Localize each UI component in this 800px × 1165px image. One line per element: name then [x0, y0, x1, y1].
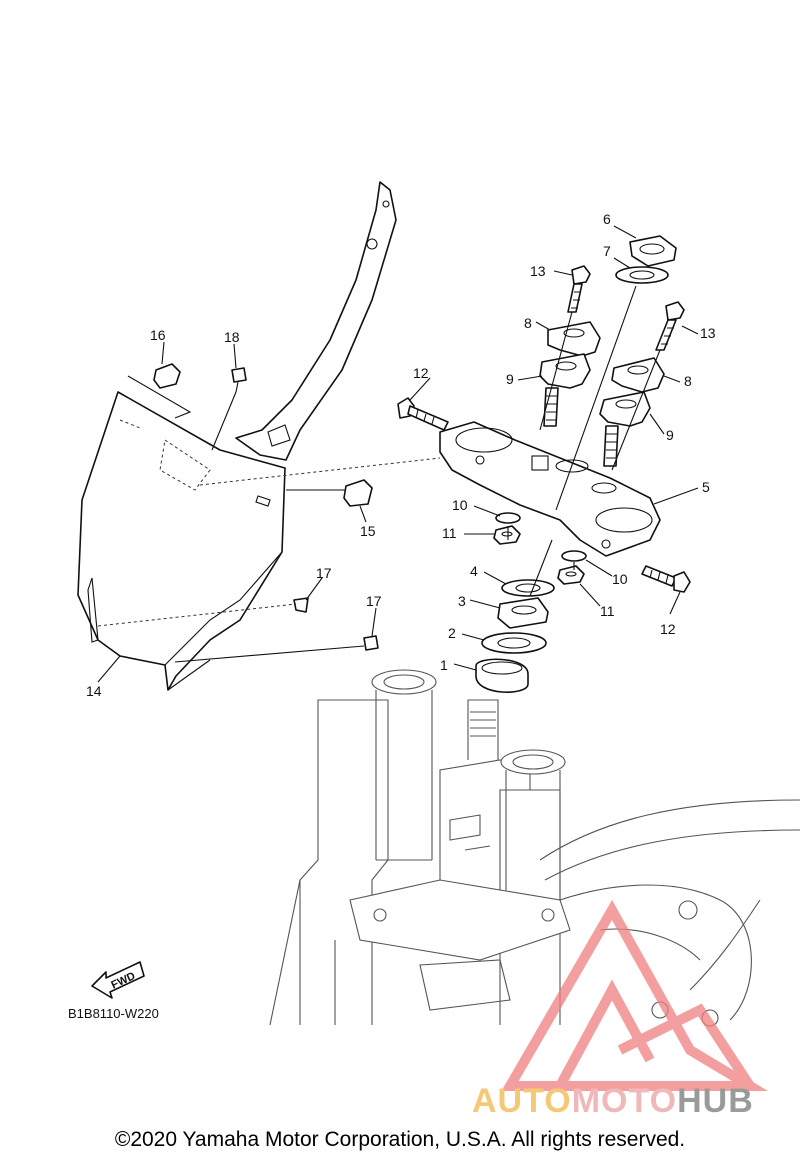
callout-10-right: 10 — [612, 571, 628, 587]
callout-18: 18 — [224, 329, 240, 345]
bolt-12-left — [397, 397, 449, 431]
callout-2: 2 — [448, 625, 456, 641]
callout-8-left: 8 — [524, 315, 532, 331]
callout-12-left: 12 — [413, 365, 429, 381]
handlebar-holder-upper-left — [547, 321, 601, 357]
bolt-12-right — [641, 565, 691, 593]
fwd-arrow-icon: FWD — [91, 961, 145, 999]
drawing-code: B1B8110-W220 — [68, 1006, 159, 1021]
washer-4 — [501, 579, 555, 597]
handlebar-holder-lower-right — [599, 391, 651, 467]
cover-2 — [481, 632, 547, 654]
watermark-logo-icon — [501, 899, 769, 1091]
callout-6: 6 — [603, 211, 611, 227]
nut-11-right — [557, 565, 585, 585]
callout-10-left: 10 — [452, 497, 468, 513]
number-plate — [77, 391, 286, 691]
callout-15: 15 — [360, 523, 376, 539]
nut-11-left — [493, 525, 521, 545]
watermark-brand-text: AUTOMOTOHUB — [472, 1082, 792, 1121]
callout-11-left: 11 — [442, 525, 457, 541]
washer-10-right — [561, 550, 587, 562]
callout-13-right: 13 — [700, 325, 716, 341]
callout-16: 16 — [150, 327, 166, 343]
clip-17-lower — [363, 635, 379, 651]
callout-11-right: 11 — [600, 603, 615, 619]
watermark-auto: AUTO — [472, 1082, 572, 1120]
callout-17-upper: 17 — [316, 565, 332, 581]
nut-6 — [629, 235, 677, 267]
callout-4: 4 — [470, 563, 478, 579]
ring-nut-3 — [497, 597, 549, 629]
callout-7: 7 — [603, 243, 611, 259]
fwd-label: FWD — [109, 970, 137, 991]
copyright-notice: ©2020 Yamaha Motor Corporation, U.S.A. A… — [114, 1128, 686, 1151]
bolt-18 — [231, 367, 247, 393]
upper-bracket — [439, 421, 661, 557]
motorcycle-frame — [539, 799, 800, 1027]
callout-3: 3 — [458, 593, 466, 609]
washer-7 — [615, 266, 669, 284]
front-fork-assembly — [269, 669, 571, 1026]
bearing-1 — [475, 658, 529, 693]
callout-1: 1 — [440, 657, 448, 673]
watermark-hub: HUB — [677, 1082, 754, 1120]
washer-10-left — [495, 512, 521, 524]
callout-17-lower: 17 — [366, 593, 382, 609]
bolt-13-right — [655, 301, 685, 351]
callout-12-right: 12 — [660, 621, 676, 637]
callout-13-left: 13 — [530, 263, 546, 279]
handlebar-holder-lower-left — [539, 353, 591, 427]
callout-14: 14 — [86, 683, 102, 699]
watermark-moto: MOTO — [571, 1082, 678, 1120]
callout-9-left: 9 — [506, 371, 514, 387]
callout-5: 5 — [702, 479, 710, 495]
plate-stay — [235, 181, 397, 461]
callout-9-right: 9 — [666, 427, 674, 443]
clip-15 — [343, 479, 373, 507]
handlebar-holder-upper-right — [611, 357, 665, 393]
clip-17-upper — [293, 597, 309, 613]
callout-8-right: 8 — [684, 373, 692, 389]
bolt-13-left — [567, 265, 591, 313]
leader-lines — [97, 225, 699, 683]
callout-numbers: 6 7 13 8 9 13 8 9 12 5 10 11 10 11 12 4 … — [86, 211, 716, 699]
clip-16 — [127, 363, 192, 419]
